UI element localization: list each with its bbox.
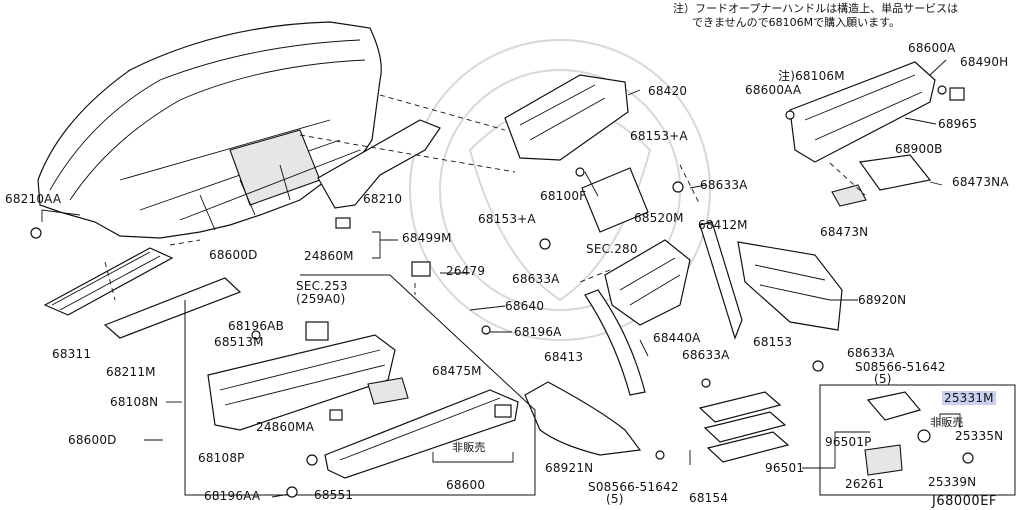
label-68413: 68413	[544, 350, 584, 364]
label-68600AA: 68600AA	[745, 83, 802, 97]
label-68108N: 68108N	[110, 395, 159, 409]
side-panel-68920N	[737, 241, 843, 331]
leader-lines	[41, 59, 961, 498]
label-68210AA: 68210AA	[5, 192, 62, 206]
label-68211M: 68211M	[106, 365, 156, 379]
label-68600: 68600	[446, 478, 486, 492]
label-68633A-1: 68633A	[700, 178, 748, 192]
label-68920N: 68920N	[858, 293, 907, 307]
label-24860M: 24860M	[304, 249, 354, 263]
lid-68600	[324, 389, 519, 479]
label-26479: 26479	[446, 264, 486, 278]
label-68154: 68154	[689, 491, 729, 505]
cover-68921N	[524, 381, 642, 456]
label-08566-top: S08566-51642	[855, 360, 946, 374]
label-96501P: 96501P	[825, 435, 872, 449]
label-hihanbai-1: 非販売	[930, 416, 964, 429]
label-68600A: 68600A	[908, 41, 956, 55]
label-68440A: 68440A	[653, 331, 701, 345]
label-68311: 68311	[52, 347, 92, 361]
label-68513M: 68513M	[214, 335, 264, 349]
label-68633A-3: 68633A	[682, 348, 730, 362]
unit-68106M	[789, 61, 936, 163]
label-26261: 26261	[845, 477, 885, 491]
cluster-hood-68210	[317, 119, 441, 209]
label-24860MA: 24860MA	[256, 420, 315, 434]
label-25331M-text: 25331M	[942, 391, 996, 405]
label-hihanbai-2: 非販売	[452, 441, 486, 454]
strip-68412M	[699, 221, 743, 340]
label-68100F: 68100F	[540, 189, 587, 203]
tray-68473NA	[858, 154, 932, 191]
label-68153A-top: 68153+A	[630, 129, 688, 143]
label-68600D: 68600D	[209, 248, 258, 262]
cup-26261	[864, 444, 903, 476]
label-68640: 68640	[505, 299, 545, 313]
label-68965: 68965	[938, 117, 978, 131]
label-68153A-mid: 68153+A	[478, 212, 536, 226]
panel-68311	[43, 247, 174, 316]
label-68473NA: 68473NA	[952, 175, 1009, 189]
dashboard-main	[37, 21, 382, 239]
note-line-1: 注）フードオープナーハンドルは構造上、単品サービスは	[673, 2, 959, 15]
label-68473N: 68473N	[820, 225, 869, 239]
dashed-lines	[104, 94, 866, 301]
label-68210: 68210	[363, 192, 403, 206]
label-68633A-2: 68633A	[512, 272, 560, 286]
label-68490H: 68490H	[960, 55, 1009, 69]
label-25339N: 25339N	[928, 475, 977, 489]
label-25331M: 25331M	[942, 391, 996, 405]
box-68475M	[367, 377, 409, 405]
label-68520M: 68520M	[634, 211, 684, 225]
label-68633A-4: 68633A	[847, 346, 895, 360]
accessory-group-frame	[819, 384, 1016, 496]
trim-68413	[584, 289, 646, 396]
socket-25331M	[866, 391, 922, 421]
label-68499M: 68499M	[402, 231, 452, 245]
label-68551: 68551	[314, 488, 354, 502]
glove-box-group-frame	[184, 274, 536, 496]
label-68412M: 68412M	[698, 218, 748, 232]
frame-68108N	[207, 334, 396, 431]
bracket-unit-96501	[698, 391, 790, 463]
label-SEC280: SEC.280	[586, 242, 638, 256]
label-68153: 68153	[753, 335, 793, 349]
label-25335N: 25335N	[955, 429, 1004, 443]
label-259A0: (259A0)	[296, 292, 346, 306]
label-96501: 96501	[765, 461, 805, 475]
label-68900B: 68900B	[895, 142, 943, 156]
label-68420: 68420	[648, 84, 688, 98]
label-68921N: 68921N	[545, 461, 594, 475]
label-08566-bottom-qty: (5)	[606, 492, 624, 506]
diagram-code: J68000EF	[932, 494, 997, 509]
label-68196AA: 68196AA	[204, 489, 261, 503]
label-68106M: 注)68106M	[778, 69, 845, 83]
panel-68211M	[103, 277, 242, 339]
label-68108P: 68108P	[198, 451, 245, 465]
vent-duct-68420	[504, 74, 629, 161]
label-68196AB: 68196AB	[228, 319, 285, 333]
display-sec280	[581, 167, 649, 233]
label-08566-bottom: S08566-51642	[588, 480, 679, 494]
note-line-2: できませんので68106Mで購入願います。	[692, 16, 901, 29]
label-68196A: 68196A	[514, 325, 562, 339]
label-68475M: 68475M	[432, 364, 482, 378]
fasteners	[30, 85, 974, 498]
part-68473N	[831, 184, 867, 207]
label-08566-top-qty: (5)	[874, 372, 892, 386]
label-SEC253: SEC.253	[296, 279, 348, 293]
label-68600D-2: 68600D	[68, 433, 117, 447]
